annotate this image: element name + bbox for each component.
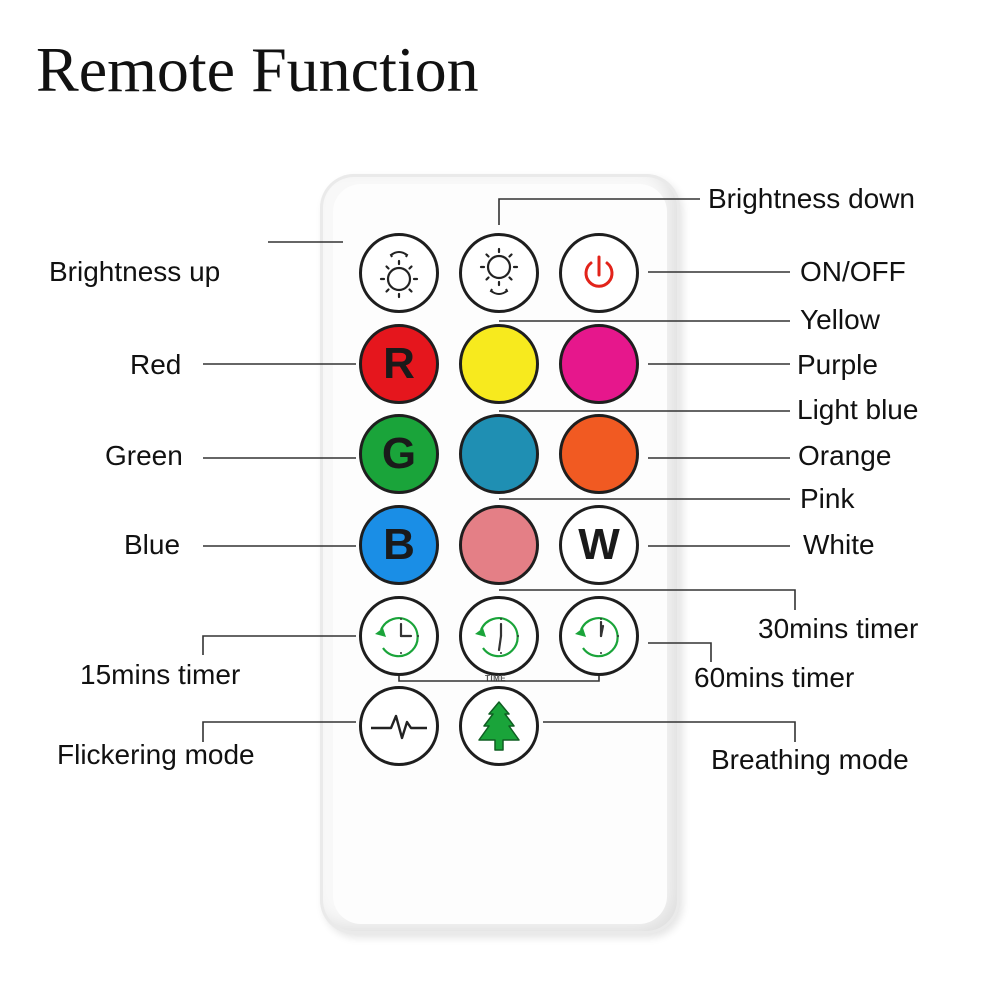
label-yellow: Yellow [800, 304, 880, 335]
white-button[interactable]: W [559, 505, 639, 585]
label-timer-15: 15mins timer [80, 659, 241, 690]
blue-button[interactable]: B [359, 505, 439, 585]
clock-15-icon [375, 617, 419, 658]
clock-30-icon [475, 617, 519, 658]
breathing-button[interactable] [459, 686, 539, 766]
timer-60-button[interactable] [559, 596, 639, 676]
sun-up-icon [379, 251, 419, 299]
brightness-up-button[interactable] [359, 233, 439, 313]
yellow-button[interactable] [459, 324, 539, 404]
timer-30-button[interactable] [459, 596, 539, 676]
brightness-down-button[interactable] [459, 233, 539, 313]
label-flickering: Flickering mode [57, 739, 255, 770]
power-icon-arc [584, 261, 614, 288]
white-button-letter: W [578, 520, 620, 569]
red-button[interactable]: R [359, 324, 439, 404]
label-pink: Pink [800, 483, 855, 514]
tree-icon [478, 701, 520, 751]
flicker-button[interactable] [359, 686, 439, 766]
label-brightness-up: Brightness up [49, 256, 221, 287]
sun-down-icon [479, 247, 519, 295]
timer-15-button[interactable] [359, 596, 439, 676]
power-button[interactable] [559, 233, 639, 313]
label-timer-30: 30mins timer [758, 613, 919, 644]
orange-button[interactable] [559, 414, 639, 494]
label-orange: Orange [798, 440, 892, 471]
label-white: White [803, 529, 875, 560]
label-breathing: Breathing mode [711, 744, 909, 775]
label-brightness-down: Brightness down [708, 183, 916, 214]
label-light-blue: Light blue [797, 394, 919, 425]
pulse-icon [371, 714, 427, 740]
page-title: Remote Function [36, 34, 479, 105]
label-blue: Blue [124, 529, 181, 560]
label-red: Red [130, 349, 182, 380]
purple-button[interactable] [559, 324, 639, 404]
light-blue-button[interactable] [459, 414, 539, 494]
label-purple: Purple [797, 349, 878, 380]
green-button[interactable]: G [359, 414, 439, 494]
power-icon [584, 255, 614, 288]
clock-60-icon [575, 617, 619, 658]
label-on-off: ON/OFF [800, 256, 906, 287]
label-green: Green [105, 440, 183, 471]
red-button-letter: R [383, 339, 415, 388]
label-timer-60: 60mins timer [694, 662, 855, 693]
pink-button[interactable] [459, 505, 539, 585]
green-button-letter: G [381, 429, 417, 478]
blue-button-letter: B [383, 520, 415, 569]
time-group-label: TIME [485, 674, 507, 683]
